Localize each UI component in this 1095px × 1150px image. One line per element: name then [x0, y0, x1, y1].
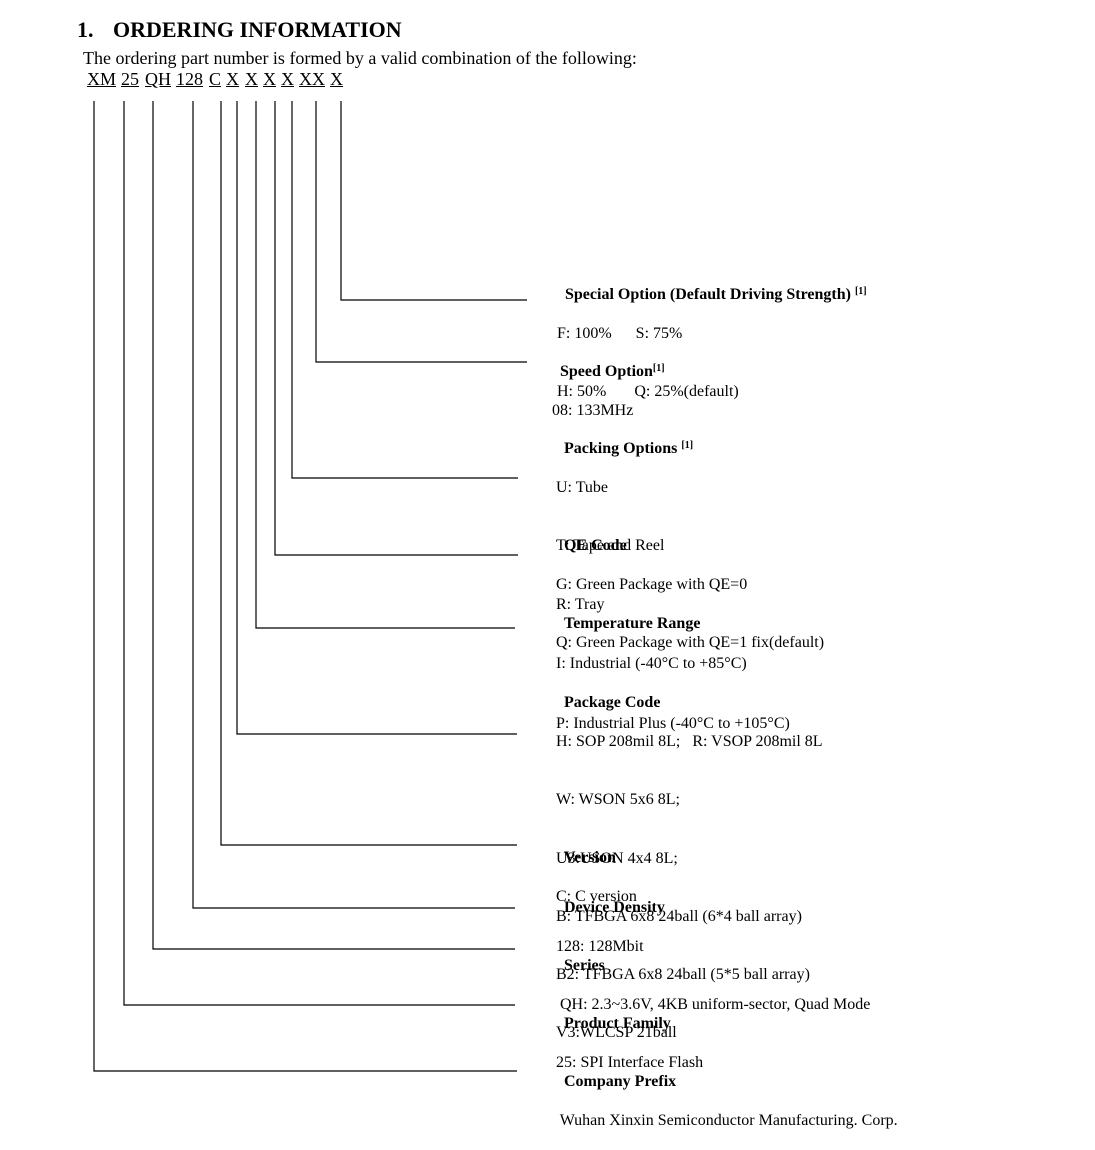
- field-option: QH: 2.3~3.6V, 4KB uniform-sector, Quad M…: [556, 996, 871, 1014]
- field-option: B2: TFBGA 6x8 24ball (5*5 ball array): [556, 966, 810, 984]
- pn-segment-version: C: [209, 69, 222, 89]
- section-number: 1.: [77, 17, 94, 42]
- field-device-density: Device Density 128: 128Mbit: [556, 879, 665, 976]
- connector-package-code: [236, 101, 517, 735]
- connector-packing-options: [291, 101, 518, 479]
- field-option: Wuhan Xinxin Semiconductor Manufacturing…: [556, 1112, 898, 1130]
- field-option: B: TFBGA 6x8 24ball (6*4 ball array): [556, 907, 802, 925]
- field-option: 25: SPI Interface Flash: [556, 1054, 704, 1072]
- field-option: F: 100% S: 75%: [557, 325, 683, 343]
- field-option: T: Tape and Reel: [556, 537, 665, 555]
- field-title: Device Density: [564, 899, 665, 917]
- connector-version: [220, 101, 517, 846]
- connector-series: [152, 101, 515, 950]
- footnote-ref: [1]: [681, 440, 694, 452]
- field-speed-option: Speed Option[1] 08: 133MHz: [552, 343, 665, 440]
- pn-segment-packing: X: [281, 69, 294, 89]
- field-title: Series: [564, 957, 605, 975]
- field-qe-code: QE Code G: Green Package with QE=0 Q: Gr…: [556, 517, 824, 672]
- field-package-code: Package Code H: SOP 208mil 8L; R: VSOP 2…: [556, 674, 823, 1062]
- connector-speed-option: [315, 101, 527, 363]
- field-title: Version: [564, 849, 616, 867]
- field-option: 128: 128Mbit: [556, 938, 644, 956]
- pn-segment-special: X: [330, 69, 343, 89]
- section-title: ORDERING INFORMATION: [113, 17, 402, 42]
- field-packing-options: Packing Options [1] U: Tube T: Tape and …: [556, 420, 693, 633]
- field-title: Product Family: [564, 1015, 671, 1033]
- field-title: Company Prefix: [564, 1073, 677, 1091]
- pn-segment-product-family: 25: [121, 69, 139, 89]
- connector-special-option: [340, 101, 527, 301]
- section-heading: 1. ORDERING INFORMATION: [77, 17, 402, 43]
- field-option: U3:USON 4x4 8L;: [556, 849, 678, 867]
- pn-segment-company-prefix: XM: [87, 69, 117, 89]
- field-option: I: Industrial (-40°C to +85°C): [556, 655, 747, 672]
- footnote-ref: [1]: [652, 363, 665, 375]
- field-option: G: Green Package with QE=0: [556, 576, 748, 594]
- field-option: P: Industrial Plus (-40°C to +105°C): [556, 715, 790, 732]
- connector-product-family: [123, 101, 515, 1006]
- field-option: U: Tube: [556, 479, 609, 497]
- field-title: QE Code: [564, 537, 627, 555]
- field-version: Version C: C version: [556, 829, 637, 926]
- pn-segment-density: 128: [176, 69, 203, 89]
- pn-segment-qe-code: X: [263, 69, 276, 89]
- connector-temperature-range: [255, 101, 515, 629]
- field-product-family: Product Family 25: SPI Interface Flash: [556, 995, 703, 1092]
- connector-company-prefix: [93, 101, 517, 1072]
- pn-segment-series: QH: [145, 69, 171, 89]
- field-title: Temperature Range: [564, 615, 701, 632]
- intro-text: The ordering part number is formed by a …: [83, 48, 637, 68]
- field-title: Special Option (Default Driving Strength…: [565, 286, 851, 304]
- field-option: W: WSON 5x6 8L;: [556, 791, 680, 809]
- field-option: C: C version: [556, 888, 637, 906]
- field-option: H: SOP 208mil 8L; R: VSOP 208mil 8L: [556, 733, 823, 751]
- connector-device-density: [192, 101, 515, 909]
- field-option: 08: 133MHz: [552, 402, 634, 420]
- field-company-prefix: Company Prefix Wuhan Xinxin Semiconducto…: [556, 1053, 898, 1150]
- pn-segment-temperature: X: [245, 69, 258, 89]
- field-option: R: Tray: [556, 595, 605, 613]
- field-series: Series QH: 2.3~3.6V, 4KB uniform-sector,…: [556, 937, 870, 1034]
- field-option: Q: Green Package with QE=1 fix(default): [556, 634, 825, 652]
- field-special-option: Special Option (Default Driving Strength…: [557, 266, 867, 421]
- connector-qe-code: [274, 101, 518, 556]
- field-title: Package Code: [564, 694, 661, 712]
- footnote-ref: [1]: [854, 286, 867, 298]
- field-option: H: 50% Q: 25%(default): [557, 383, 739, 401]
- connector-lines: [93, 101, 527, 1072]
- field-title: Speed Option: [560, 363, 653, 381]
- field-temperature-range: Temperature Range I: Industrial (-40°C t…: [556, 594, 790, 754]
- field-option: V3:WLCSP 21ball: [556, 1024, 677, 1042]
- field-title: Packing Options: [564, 440, 678, 458]
- pn-segment-package: X: [226, 69, 239, 89]
- pn-segment-speed: XX: [299, 69, 325, 89]
